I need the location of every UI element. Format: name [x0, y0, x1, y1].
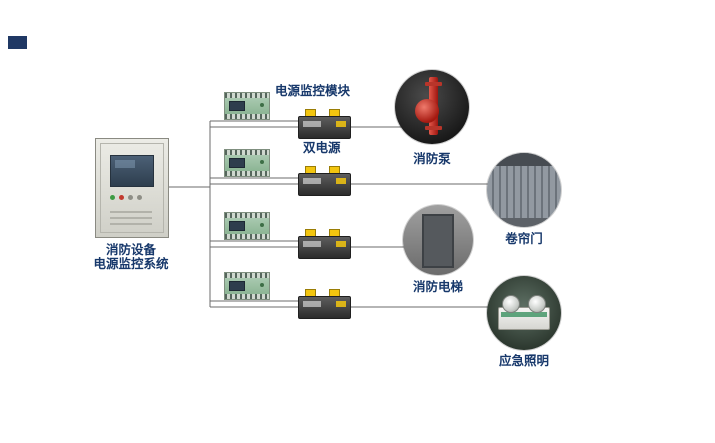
dual-power-switch-4	[298, 289, 351, 319]
module-terminals	[225, 171, 269, 176]
fire-pump-photo	[395, 70, 469, 144]
switch-body	[298, 173, 351, 196]
corner-mark	[8, 36, 27, 49]
module-display	[229, 281, 245, 291]
power-monitor-module-4	[224, 272, 270, 300]
module-face	[225, 155, 269, 171]
switch-body	[298, 116, 351, 139]
dual-power-switch-1	[298, 109, 351, 139]
module-led	[260, 103, 264, 107]
elevator-doors	[427, 219, 449, 264]
pump-flange	[425, 82, 442, 86]
module-display	[229, 158, 245, 168]
switch-body	[298, 296, 351, 319]
module-face	[225, 98, 269, 114]
module-terminals	[225, 294, 269, 299]
switch-body	[298, 236, 351, 259]
module-display	[229, 101, 245, 111]
cabinet-vents	[110, 209, 152, 225]
module-display	[229, 221, 245, 231]
module-terminals	[225, 234, 269, 239]
module-terminals	[225, 150, 269, 155]
module-terminals	[225, 213, 269, 218]
fire-elevator-label: 消防电梯	[412, 280, 463, 294]
module-face	[225, 278, 269, 294]
power-monitor-module-2	[224, 149, 270, 177]
roller-shutter-photo	[487, 153, 561, 227]
module-led	[260, 160, 264, 164]
pump-volute	[415, 99, 439, 123]
module-terminals	[225, 93, 269, 98]
module-led	[260, 283, 264, 287]
shutter-lintel	[487, 153, 561, 166]
elevator-frame	[422, 214, 454, 268]
system-label-line2: 电源监控系统	[93, 257, 169, 271]
system-label-line1: 消防设备	[105, 243, 156, 257]
shutter-floor	[487, 218, 561, 227]
power-monitor-module-1	[224, 92, 270, 120]
pump-flange	[425, 126, 442, 130]
emergency-lighting-label: 应急照明	[498, 354, 549, 368]
dual-power-switch-3	[298, 229, 351, 259]
roller-shutter-label: 卷帘门	[505, 232, 543, 246]
module-terminals	[225, 114, 269, 119]
fire-elevator-photo	[403, 205, 473, 275]
module-led	[260, 223, 264, 227]
power-monitor-module-3	[224, 212, 270, 240]
module-terminals	[225, 273, 269, 278]
emergency-lamp	[528, 295, 546, 313]
emergency-lighting-photo	[487, 276, 561, 350]
cabinet-screen	[110, 155, 154, 187]
dual-power-switch-2	[298, 166, 351, 196]
fire-pump-label: 消防泵	[413, 152, 451, 166]
dual-power-label: 双电源	[303, 141, 341, 155]
module-label: 电源监控模块	[275, 84, 351, 98]
cabinet-buttons	[110, 193, 152, 201]
emergency-light-stripe	[501, 312, 547, 317]
system-label: 消防设备 电源监控系统	[84, 243, 178, 271]
monitoring-cabinet	[95, 138, 169, 238]
module-face	[225, 218, 269, 234]
emergency-lamp	[502, 295, 520, 313]
